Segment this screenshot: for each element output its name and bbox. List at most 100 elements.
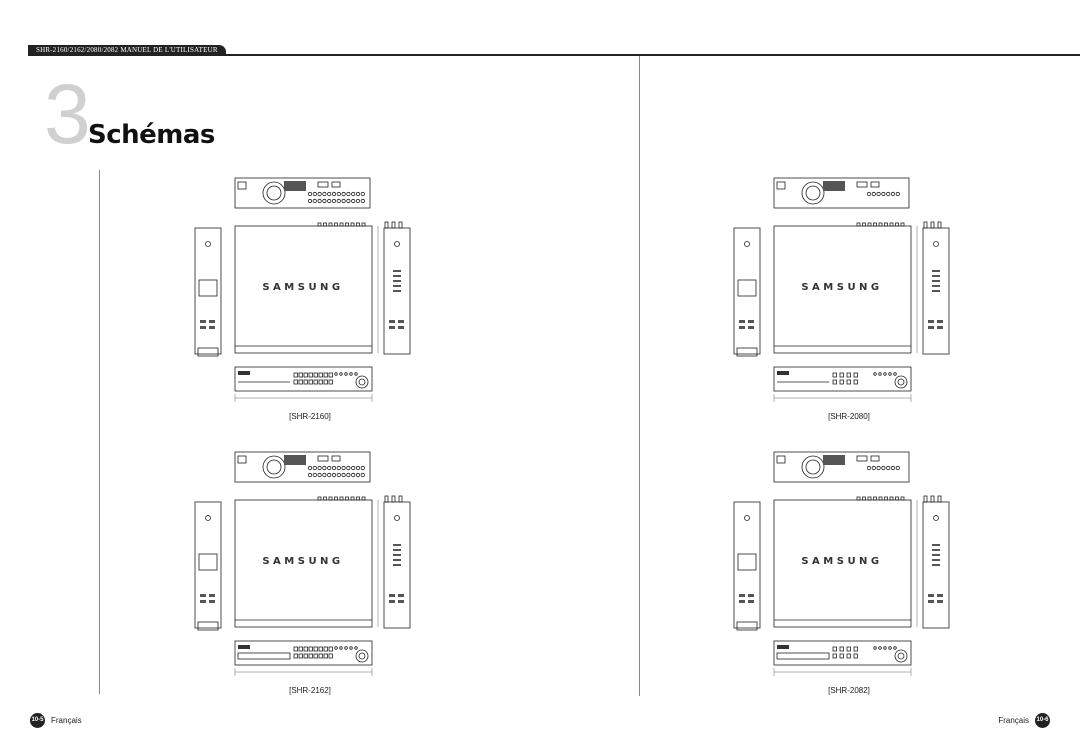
- vent-slot: [389, 594, 395, 597]
- function-button: [344, 372, 348, 376]
- bnc-connector-icon: [346, 472, 351, 478]
- bnc-connector-icon: [895, 191, 900, 197]
- vent-slot: [200, 326, 206, 329]
- function-button: [888, 646, 892, 650]
- serial-port: [870, 455, 880, 462]
- channel-button: [308, 372, 313, 378]
- rear-connector-icon: [328, 222, 333, 227]
- bnc-connector-icon: [331, 191, 337, 197]
- rear-connector-icon: [356, 222, 360, 227]
- top-cover: [773, 225, 912, 354]
- bnc-connector-icon: [317, 198, 322, 204]
- right-side-panel: [922, 227, 950, 355]
- bnc-connector-icon: [341, 191, 346, 197]
- fan-hub-icon: [805, 459, 821, 475]
- bnc-connector-icon: [346, 191, 351, 197]
- bnc-connector-icon: [312, 465, 317, 471]
- bnc-connector-icon: [327, 198, 332, 204]
- rear-connector-icon: [334, 222, 338, 227]
- power-socket: [237, 455, 247, 464]
- fan-icon: [262, 455, 286, 479]
- screw-icon: [394, 515, 400, 521]
- channel-button: [303, 372, 308, 378]
- drawing-shr-2082: SAMSUNG [SHR-2082]: [729, 450, 969, 700]
- disc-tray: [776, 652, 830, 660]
- terminal-block: [284, 455, 306, 465]
- screw-icon: [933, 241, 939, 247]
- bnc-connector-icon: [336, 191, 341, 197]
- vent-slot: [393, 285, 401, 287]
- rear-connector-icon: [339, 496, 344, 501]
- function-button: [349, 372, 353, 376]
- bnc-connector-icon: [890, 191, 896, 197]
- model-label: [SHR-2080]: [828, 412, 870, 421]
- bnc-connector-icon: [317, 465, 322, 471]
- screw-icon: [205, 241, 211, 247]
- top-cover: [773, 499, 912, 628]
- function-button: [349, 646, 353, 650]
- rear-connector-icon: [889, 222, 894, 227]
- vent-slot: [200, 320, 206, 323]
- bnc-connector-icon: [341, 472, 346, 478]
- bnc-connector-icon: [336, 198, 341, 204]
- function-button: [339, 372, 343, 376]
- bnc-connector-icon: [317, 472, 322, 478]
- function-button: [334, 372, 338, 376]
- jog-shuttle-icon: [894, 375, 908, 389]
- channel-button: [839, 653, 844, 659]
- channel-button: [298, 379, 303, 385]
- rear-connector-icon: [328, 496, 333, 501]
- rear-connector-icon: [878, 496, 883, 501]
- vent-slot: [393, 290, 401, 292]
- bnc-connector-icon: [355, 191, 361, 197]
- vent-slot: [209, 326, 215, 329]
- jog-dial-icon: [358, 378, 366, 386]
- channel-button: [293, 379, 298, 385]
- channel-button: [318, 653, 323, 659]
- drawing-shr-2162: SAMSUNG [SHR-2162]: [190, 450, 430, 700]
- left-side-panel: [733, 227, 761, 355]
- rear-panel: [234, 451, 371, 483]
- bnc-connector-icon: [881, 465, 886, 471]
- serial-port: [331, 181, 341, 188]
- bnc-connector-icon: [307, 198, 313, 204]
- bnc-connector-icon: [355, 198, 361, 204]
- function-button: [878, 372, 882, 376]
- vent-slot: [932, 275, 940, 277]
- bnc-connector-icon: [871, 465, 876, 471]
- vent-slot: [393, 549, 401, 551]
- channel-button: [832, 379, 837, 385]
- bnc-connector-icon: [331, 198, 337, 204]
- rear-connector-icon: [856, 222, 861, 227]
- channel-button: [832, 372, 837, 378]
- vent-slot: [398, 326, 404, 329]
- vga-port: [317, 455, 329, 462]
- bnc-connector-icon: [322, 465, 327, 471]
- power-socket: [776, 455, 786, 464]
- rear-connector-icon: [345, 496, 349, 501]
- vent-slot: [928, 320, 934, 323]
- side-connector-icon: [930, 221, 935, 229]
- serial-port: [870, 181, 880, 188]
- channel-button: [308, 653, 313, 659]
- channel-button: [328, 379, 333, 385]
- fan-icon: [262, 181, 286, 205]
- dvr-outline-drawing: SAMSUNG: [194, 177, 411, 402]
- channel-button: [853, 379, 858, 385]
- channel-button: [853, 653, 858, 659]
- rear-connector-icon: [345, 222, 349, 227]
- rear-connector-icon: [867, 222, 872, 227]
- left-side-panel: [733, 501, 761, 629]
- side-label-plate: [737, 553, 757, 571]
- channel-button: [832, 653, 837, 659]
- rear-connector-icon: [867, 496, 872, 501]
- bnc-connector-icon: [351, 198, 356, 204]
- dvr-outline-drawing: SAMSUNG: [733, 177, 950, 402]
- rear-connector-icon: [873, 222, 877, 227]
- vga-port: [317, 181, 329, 188]
- bnc-connector-icon: [895, 465, 900, 471]
- jog-shuttle-icon: [355, 375, 369, 389]
- screw-icon: [933, 515, 939, 521]
- front-panel: [234, 640, 373, 666]
- vent-slot: [932, 544, 940, 546]
